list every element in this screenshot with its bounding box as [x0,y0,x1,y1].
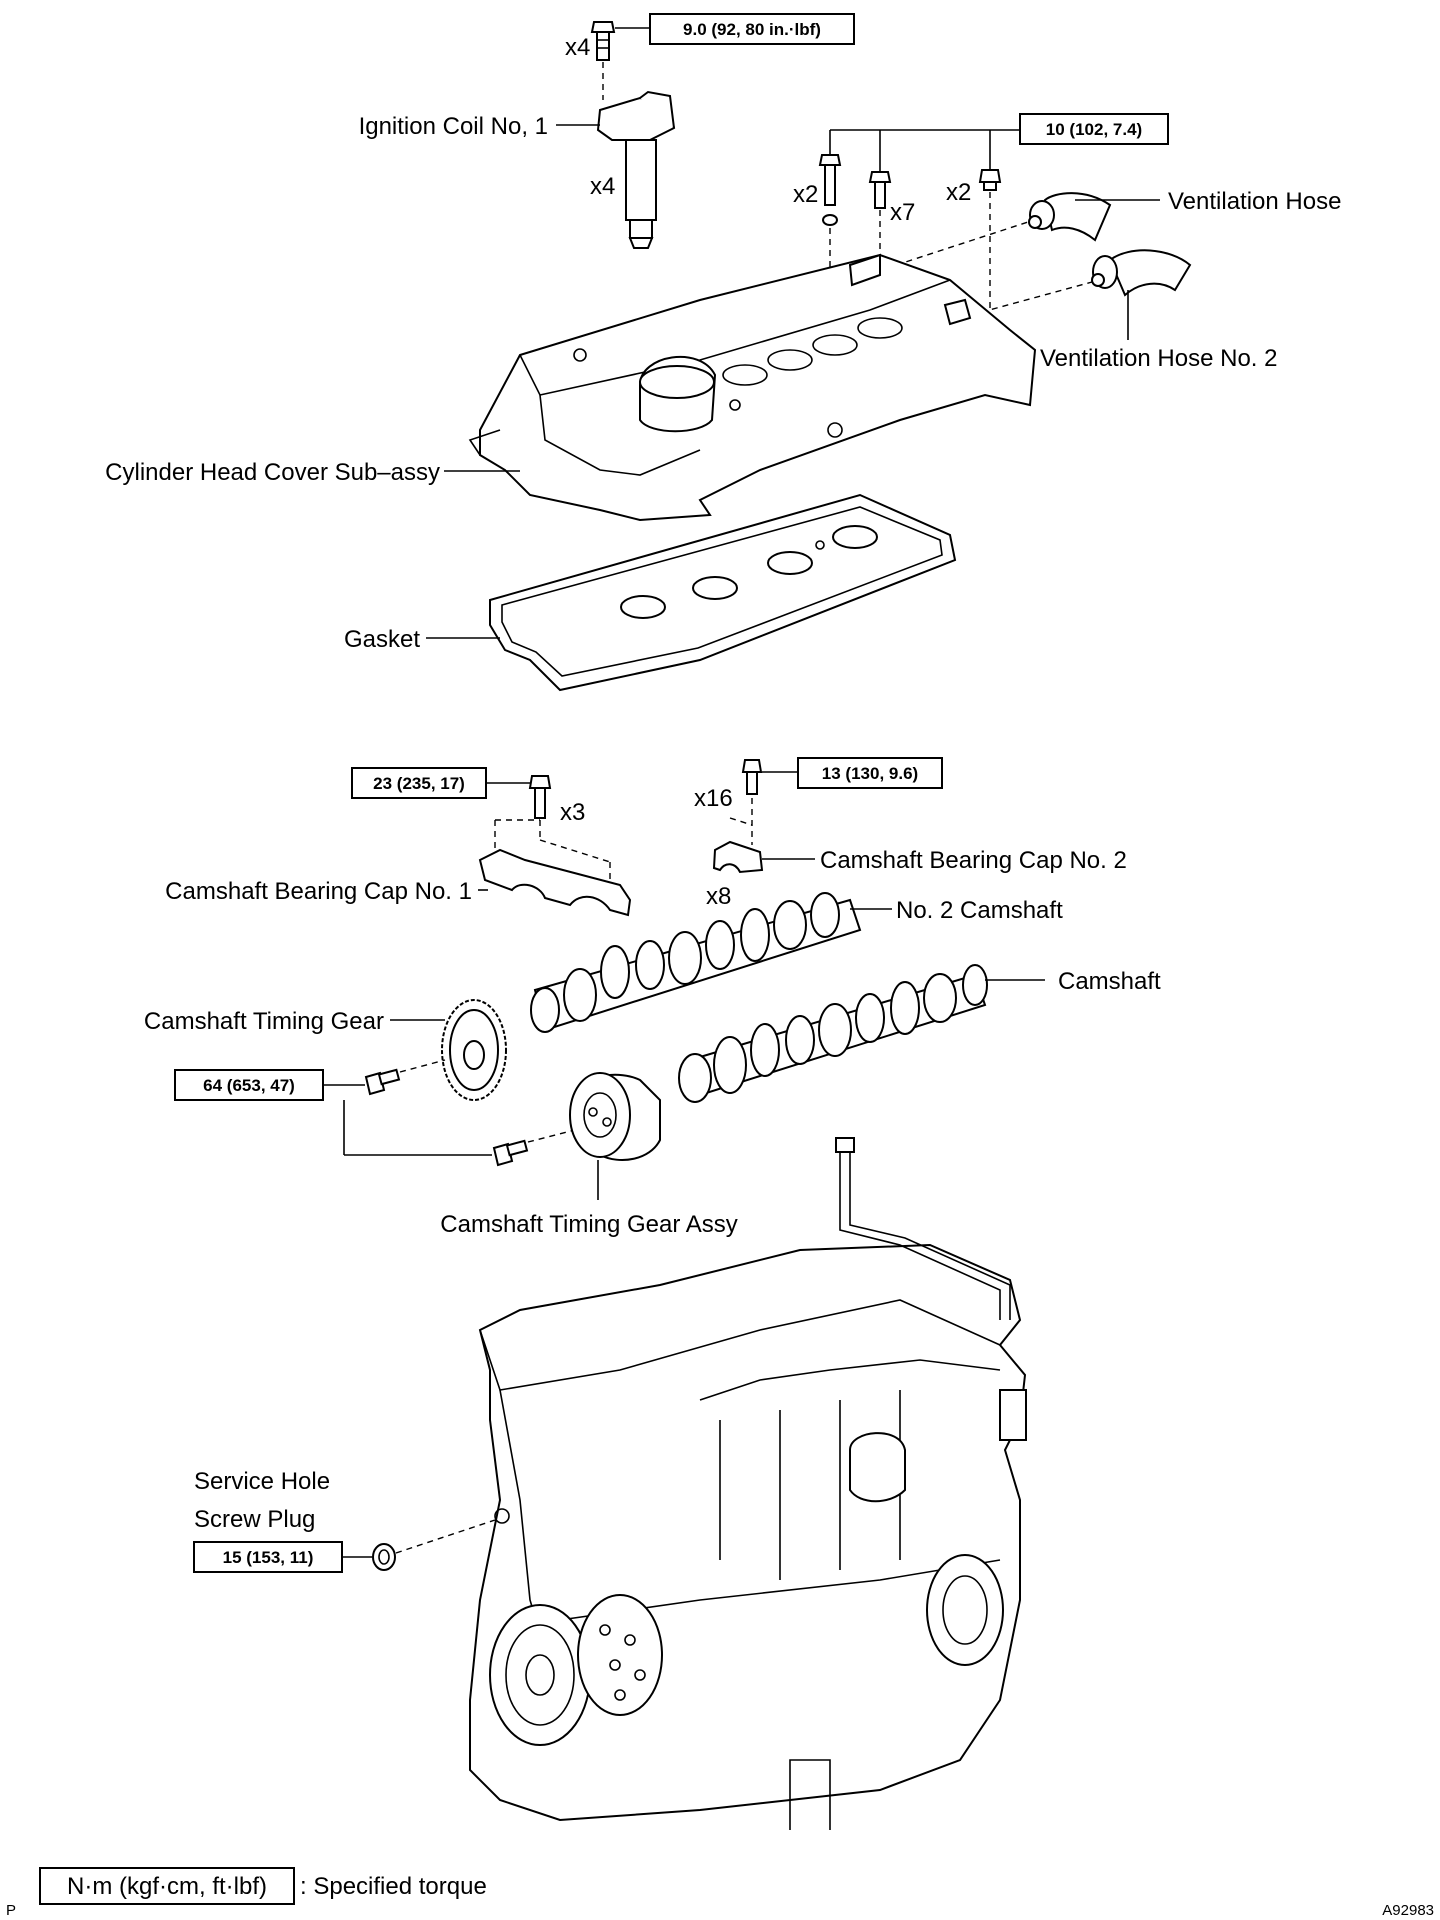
bearing-cap-1 [478,848,632,917]
legend-unit: N·m (kgf·cm, ft·lbf) [67,1873,267,1900]
timing-gear-bolt-b [492,1139,529,1167]
qty-cap2: x8 [706,883,731,910]
label-camshaft: Camshaft [1058,968,1161,995]
label-ignition-coil: Ignition Coil No, 1 [359,113,548,140]
torque-box-head-cover [1019,113,1169,145]
torque-box-timing-gear [174,1069,324,1101]
torque-ignition-coil: 9.0 (92, 80 in.·lbf) [683,20,821,39]
torque-screw-plug: 15 (153, 11) [223,1548,314,1567]
legend-box [39,1867,295,1905]
no2-camshaft [530,892,862,1033]
camshaft-timing-gear-assy [569,1072,661,1161]
torque-head-cover: 10 (102, 7.4) [1046,120,1142,139]
torque-bearing-cap-2: 13 (130, 9.6) [822,764,918,783]
corner-left-mark: P [6,1902,16,1919]
label-bearing-cap-2: Camshaft Bearing Cap No. 2 [820,847,1127,874]
ventilation-hose-2 [1091,249,1192,297]
label-ventilation-hose-2: Ventilation Hose No. 2 [1040,345,1277,372]
camshaft [678,964,988,1103]
label-service-hole-line2: Screw Plug [194,1506,315,1533]
torque-timing-gear: 64 (653, 47) [203,1076,295,1095]
torque-box-ignition-coil [649,13,855,45]
torque-bearing-cap-1: 23 (235, 17) [373,774,465,793]
camshaft-timing-gear [441,999,507,1101]
bearing-cap-2-bolt [741,759,763,795]
head-cover-bolt-b [868,171,892,209]
figure-code: A92983 [1382,1902,1434,1919]
gasket [489,493,957,692]
oil-level-gauge-guide [835,1137,1011,1320]
label-ventilation-hose: Ventilation Hose [1168,188,1341,215]
timing-gear-bolt-a [364,1068,401,1096]
qty-cover-bolt-b: x7 [890,199,915,226]
bearing-cap-1-bolt [528,775,552,819]
label-gasket: Gasket [344,626,420,653]
bearing-cap-2 [712,840,764,874]
torque-box-bearing-cap-2 [797,757,943,789]
label-no2-camshaft: No. 2 Camshaft [896,897,1063,924]
cylinder-head-cover [468,253,1037,522]
label-camshaft-timing-gear: Camshaft Timing Gear [144,1008,384,1035]
label-service-hole-line1: Service Hole [194,1468,330,1495]
engine-block [469,1243,1027,1830]
qty-cover-bolt-a: x2 [793,181,818,208]
ventilation-hose [1028,192,1112,242]
head-cover-bolt-a [818,154,842,226]
qty-coil: x4 [590,173,615,200]
qty-cover-bolt-c: x2 [946,179,971,206]
head-cover-bolt-c [978,169,1002,191]
label-cylinder-head-cover: Cylinder Head Cover Sub–assy [105,459,440,486]
ignition-coil [596,90,676,249]
qty-cap1-bolt: x3 [560,799,585,826]
screw-plug [372,1543,396,1571]
legend-text: : Specified torque [300,1873,487,1900]
ignition-coil-bolt [590,21,616,61]
qty-coil-bolt: x4 [565,34,590,61]
label-camshaft-timing-gear-assy: Camshaft Timing Gear Assy [440,1211,737,1238]
label-bearing-cap-1: Camshaft Bearing Cap No. 1 [165,878,472,905]
qty-cap2-bolt: x16 [694,785,733,812]
